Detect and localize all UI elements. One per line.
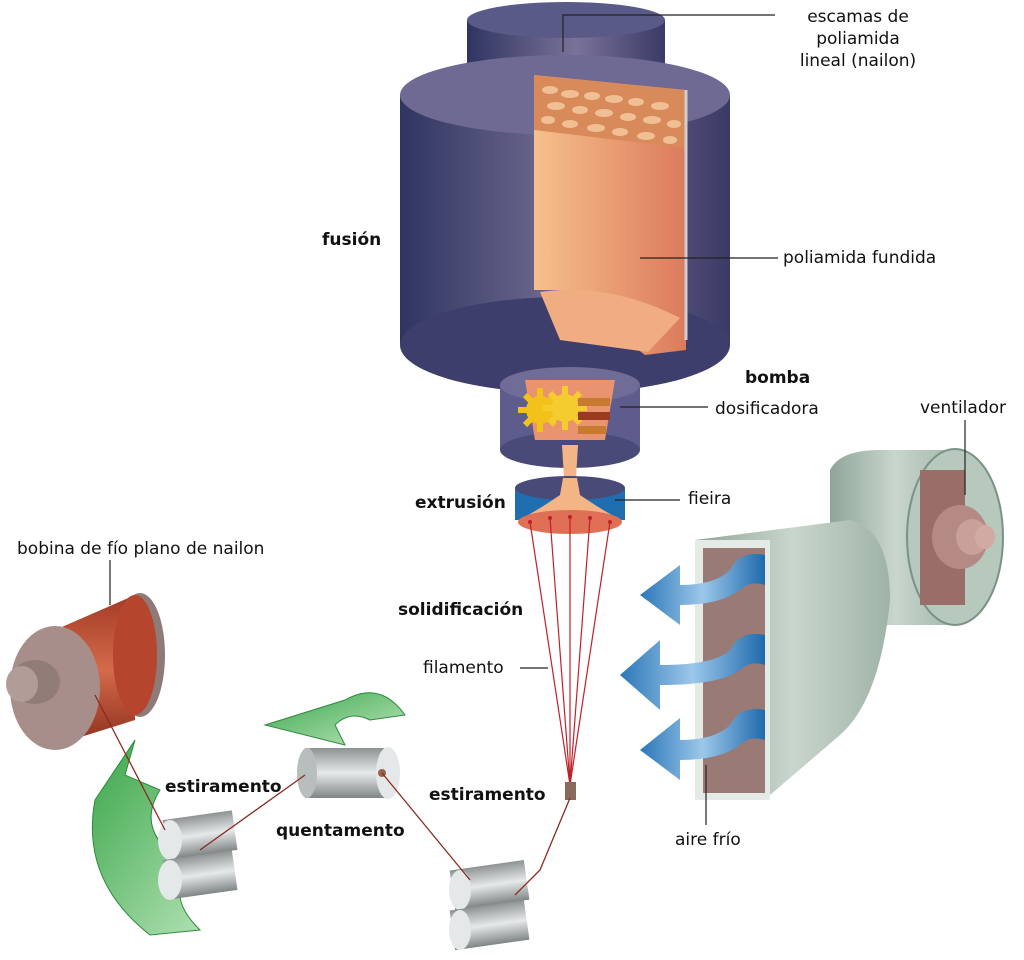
label-heating: quentamento	[276, 821, 405, 841]
label-flakes-2: poliamida	[816, 29, 900, 49]
nylon-spool	[6, 593, 165, 750]
label-flakes-3: lineal (nailon)	[800, 51, 916, 71]
pump-gear-right	[543, 386, 587, 430]
fan-blower	[695, 448, 1004, 800]
label-filament: filamento	[423, 658, 504, 678]
roller-pair-left	[158, 810, 238, 900]
rotation-arrow-top	[263, 692, 406, 746]
leader-lines	[109, 14, 966, 825]
label-spinneret: fieira	[688, 489, 731, 509]
thread-path	[94, 694, 571, 896]
label-spool: bobina de fío plano de nailon	[17, 539, 264, 559]
heating-roller	[297, 747, 400, 799]
cold-air-arrows	[620, 554, 765, 780]
roller-pair-center	[449, 860, 530, 951]
label-fusion: fusión	[322, 230, 381, 250]
rotation-arrow-left	[91, 739, 236, 936]
label-flakes-1: escamas de	[807, 7, 909, 27]
filament-bundle	[529, 517, 611, 800]
label-fan: ventilador	[920, 398, 1006, 418]
molten-polyamide	[534, 75, 686, 355]
label-extrusion: extrusión	[415, 493, 506, 513]
fan-impeller	[920, 470, 995, 605]
metering-pump	[500, 367, 640, 478]
label-solidification: solidificación	[398, 600, 523, 620]
label-molten-polyamide: poliamida fundida	[783, 248, 936, 268]
thread-guide	[565, 782, 576, 800]
label-pump-2: dosificadora	[715, 399, 819, 419]
label-stretching-left: estiramento	[165, 777, 282, 797]
label-stretching-center: estiramento	[429, 785, 546, 805]
label-pump-1: bomba	[745, 368, 810, 388]
melt-tank	[400, 2, 730, 393]
label-cold-air: aire frío	[675, 830, 741, 850]
